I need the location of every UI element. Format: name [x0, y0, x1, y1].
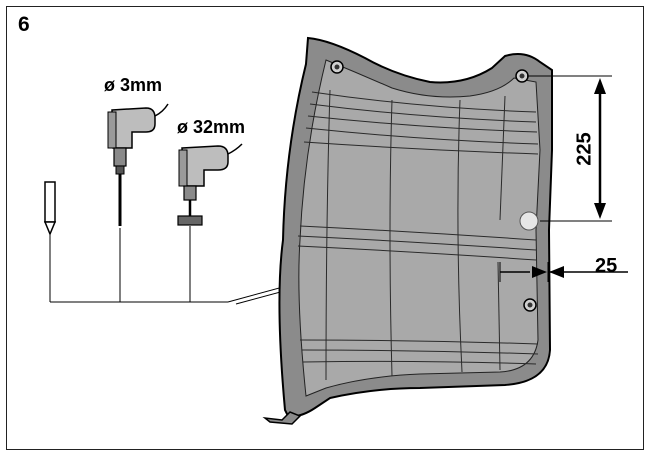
center-punch-icon: [43, 181, 57, 236]
figure-border: [6, 6, 644, 450]
drill-large-label: ø 32mm: [177, 117, 246, 137]
drill-small-label: ø 3mm: [104, 75, 163, 95]
step-number: 6: [18, 13, 30, 36]
dimension-horizontal: [499, 262, 628, 282]
dimension-horizontal-label: 25: [595, 255, 618, 277]
dimension-vertical: [527, 75, 612, 222]
drill-3mm-icon: [107, 103, 169, 226]
underbody-panel: [262, 36, 553, 425]
dimension-vertical-label: 225: [573, 132, 596, 166]
drill-32mm-icon: [177, 143, 243, 226]
hole-marker-icon: [519, 211, 539, 231]
